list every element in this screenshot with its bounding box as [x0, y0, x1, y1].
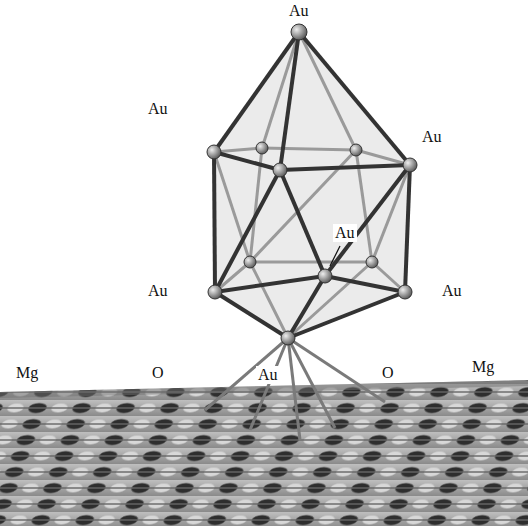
front-bonds — [214, 32, 410, 338]
cluster-faces — [214, 32, 410, 338]
back-bonds — [214, 32, 410, 338]
anchor-bonds — [205, 338, 385, 440]
atom-label: Au — [146, 282, 170, 300]
atom-label: Au — [287, 2, 311, 20]
atom-label: Mg — [14, 364, 40, 382]
leader-line — [330, 246, 340, 266]
atom-label: Au — [440, 282, 464, 300]
atom-label: O — [150, 364, 166, 382]
gold-atoms — [207, 24, 417, 345]
atom-label: Mg — [470, 358, 496, 376]
atom-label: Au — [146, 100, 170, 118]
atom-label: Au — [256, 366, 280, 384]
atom-label: Au — [420, 128, 444, 146]
atom-label: Au — [333, 224, 357, 242]
atom-label: O — [380, 364, 396, 382]
mgo-surface — [0, 380, 528, 526]
